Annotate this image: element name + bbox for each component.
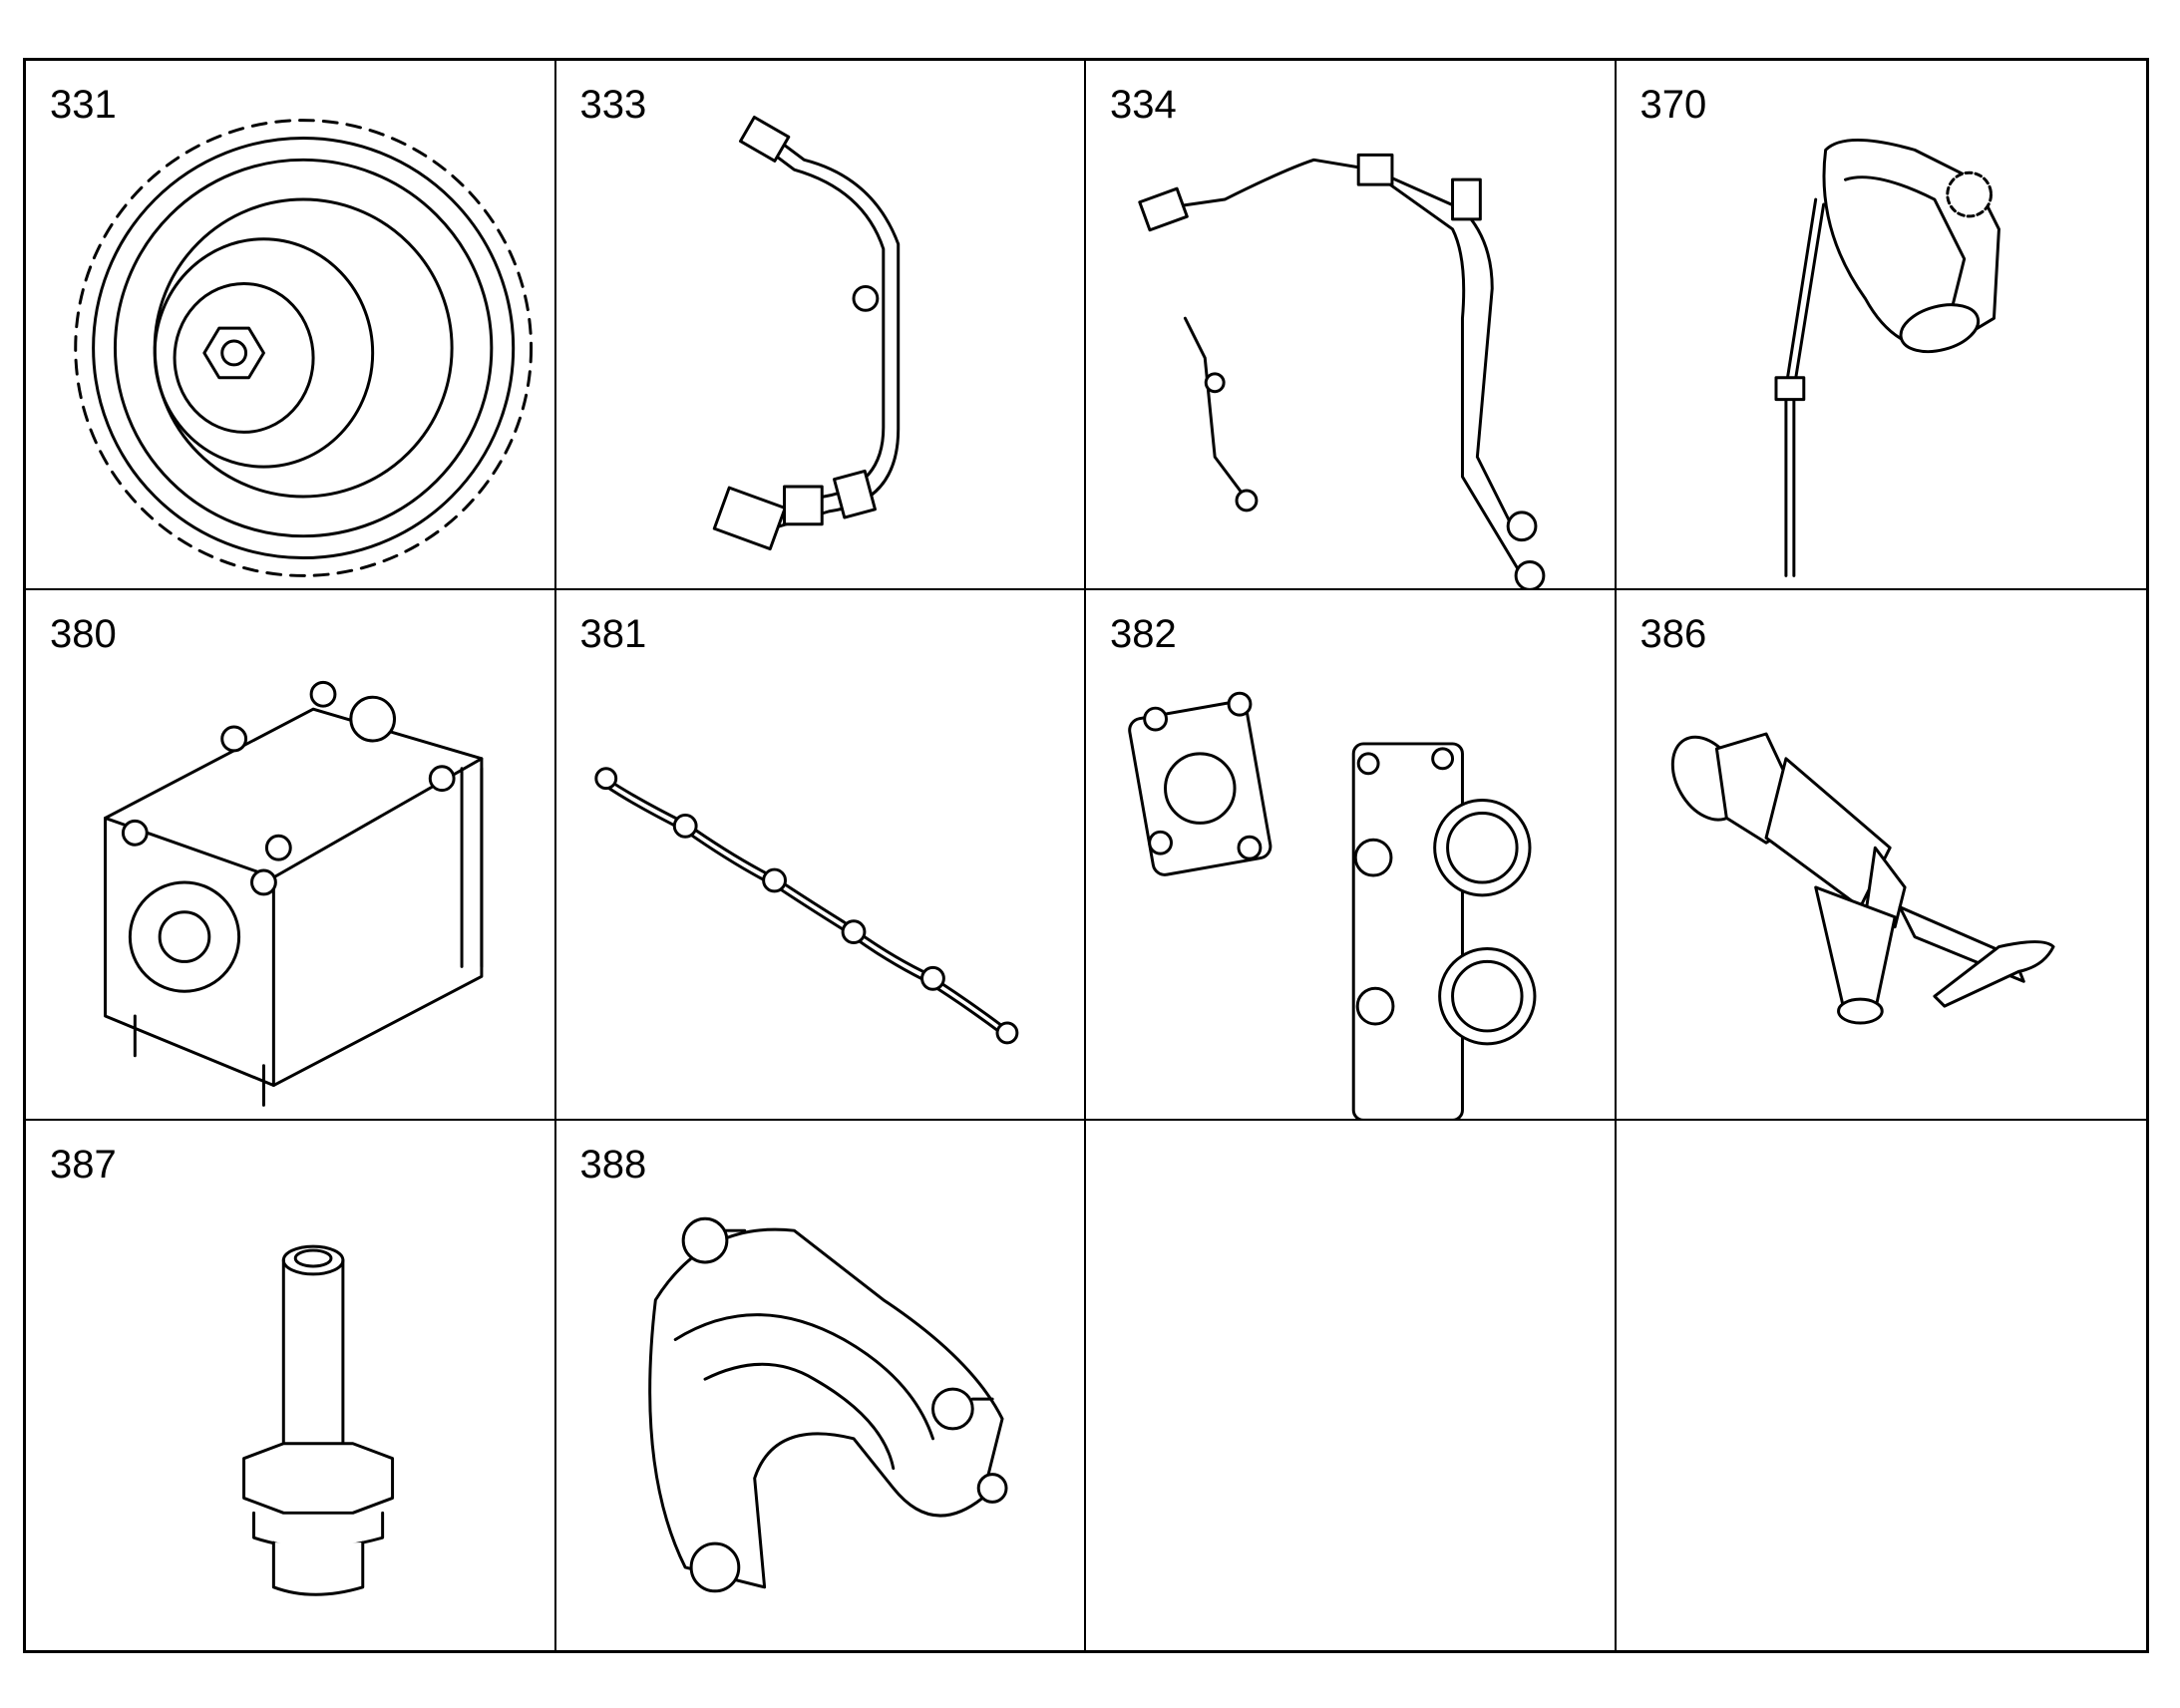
part-cell-370[interactable]: 370 bbox=[1616, 61, 2146, 591]
empty-cell bbox=[1617, 1121, 2147, 1650]
part-cell-387[interactable]: 387 bbox=[26, 1120, 556, 1650]
part-number: 334 bbox=[1110, 83, 1177, 127]
part-cell-334[interactable]: 334 bbox=[1086, 61, 1617, 591]
part-number: 333 bbox=[579, 83, 647, 127]
thermostat-housing-icon bbox=[1128, 692, 1537, 1119]
part-cell-333[interactable]: 333 bbox=[555, 61, 1086, 591]
part-number: 331 bbox=[50, 83, 117, 127]
parts-grid: 331 333 334 bbox=[23, 58, 2149, 1653]
part-cell-331[interactable]: 331 bbox=[26, 61, 556, 591]
housing-with-dipstick-icon bbox=[1773, 138, 2000, 577]
empty-cell bbox=[1086, 1120, 1617, 1650]
part-cell-388[interactable]: 388 bbox=[556, 1120, 1086, 1650]
part-number: 380 bbox=[50, 612, 117, 657]
part-number: 388 bbox=[579, 1142, 647, 1187]
fuel-pipe-icon bbox=[712, 115, 900, 551]
part-cell-381[interactable]: 381 bbox=[555, 590, 1086, 1121]
part-cell-382[interactable]: 382 bbox=[1086, 590, 1617, 1121]
fuel-pipe-set-icon bbox=[1138, 153, 1546, 589]
part-number: 387 bbox=[50, 1142, 117, 1187]
elbow-housing-icon bbox=[647, 1216, 1008, 1592]
leak-off-pipe-icon bbox=[593, 767, 1018, 1045]
drain-valve-icon bbox=[1670, 732, 2055, 1025]
part-number: 382 bbox=[1110, 612, 1177, 657]
gear-icon bbox=[74, 119, 534, 577]
oil-pump-icon bbox=[104, 681, 484, 1108]
part-cell-386[interactable]: 386 bbox=[1616, 590, 2146, 1121]
hose-connector-icon bbox=[242, 1244, 395, 1596]
part-number: 370 bbox=[1639, 83, 1707, 127]
part-number: 386 bbox=[1639, 612, 1707, 657]
part-cell-380[interactable]: 380 bbox=[26, 590, 556, 1121]
part-number: 381 bbox=[579, 612, 647, 657]
